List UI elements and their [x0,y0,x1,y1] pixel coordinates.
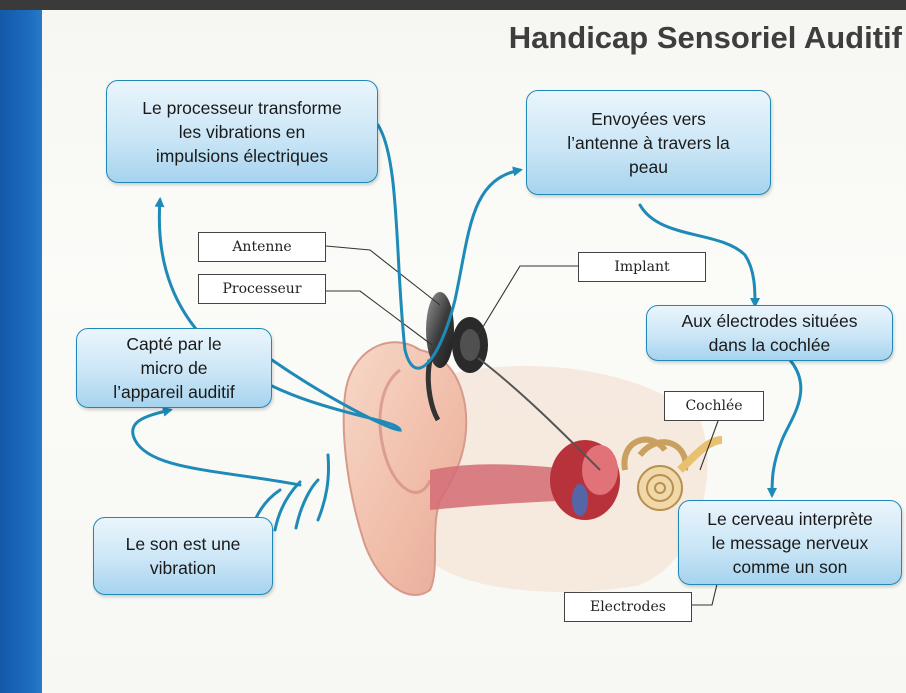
antenna-line-3: peau [567,155,729,179]
cochlea-shape [638,466,682,510]
antenna-line-2: l’antenne à travers la [567,131,729,155]
electrodes-line-2: dans la cochlée [681,333,857,357]
sound-bubble: Le son est une vibration [93,517,273,595]
electrodes-bubble: Aux électrodes situées dans la cochlée [646,305,893,361]
antenna-bubble: Envoyées vers l’antenne à travers la pea… [526,90,771,195]
mic-line-2: micro de [113,356,235,380]
sound-line-2: vibration [126,556,241,580]
label-cochlee: Cochlée [664,391,764,421]
mic-line-3: l’appareil auditif [113,380,235,404]
brain-line-1: Le cerveau interprète [707,507,872,531]
mic-line-1: Capté par le [113,332,235,356]
antenna-line-1: Envoyées vers [567,107,729,131]
label-antenne: Antenne [198,232,326,262]
processor-bubble: Le processeur transforme les vibrations … [106,80,378,183]
label-implant: Implant [578,252,706,282]
processor-line-1: Le processeur transforme [142,96,341,120]
brain-line-3: comme un son [707,555,872,579]
brain-line-2: le message nerveux [707,531,872,555]
processor-line-3: impulsions électriques [142,144,341,168]
label-processeur: Processeur [198,274,326,304]
label-electrodes: Electrodes [564,592,692,622]
sound-line-1: Le son est une [126,532,241,556]
external-processor [426,292,454,368]
page-title: Handicap Sensoriel Auditif [432,20,902,56]
electrodes-line-1: Aux électrodes situées [681,309,857,333]
mic-bubble: Capté par le micro de l’appareil auditif [76,328,272,408]
processor-line-2: les vibrations en [142,120,341,144]
brain-bubble: Le cerveau interprète le message nerveux… [678,500,902,585]
